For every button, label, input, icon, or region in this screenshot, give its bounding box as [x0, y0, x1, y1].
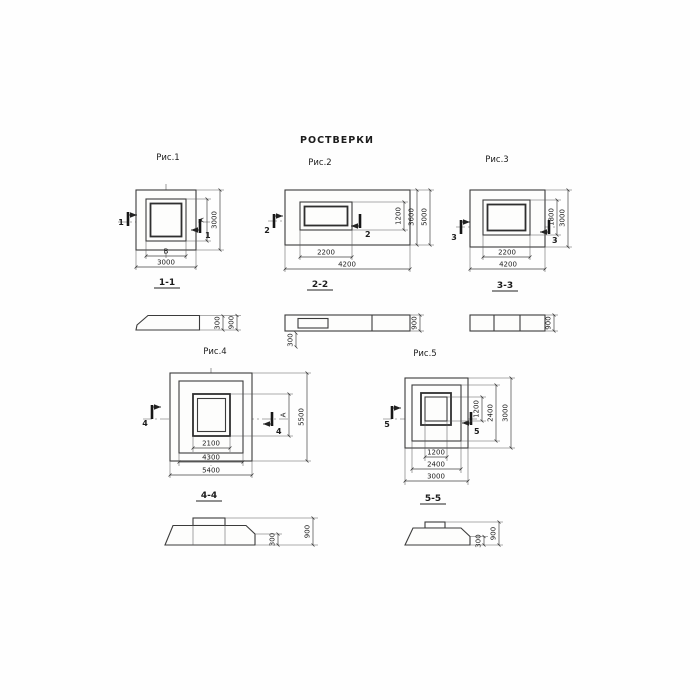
- fig5-section-label: 5-5: [425, 494, 441, 504]
- fig2-section-socket: 300: [287, 333, 295, 346]
- fig5-section: 300 900: [404, 520, 503, 548]
- fig4-dim-socket-height: А: [280, 412, 288, 417]
- fig3-dim-socket-height: 1800: [548, 208, 556, 226]
- socket-outline: [196, 397, 227, 433]
- fig4-plan: 4 4 А 5500 2100 4300 5400 4-4: [142, 368, 311, 502]
- fig3-section: 900: [469, 313, 558, 333]
- fig2-dim-mid-height: 3600: [408, 208, 416, 226]
- fig4-dim-height: 5500: [298, 408, 306, 426]
- section-shape: [284, 314, 411, 332]
- fig4-cut-mark-left: 4: [142, 419, 148, 428]
- fig2-section-total: 900: [411, 316, 419, 329]
- fig1-cut-mark-left: 1: [118, 218, 124, 227]
- section-shape: [404, 527, 471, 546]
- fig1-caption: Рис.1: [156, 153, 179, 163]
- fig3-dim-height: 3000: [559, 209, 567, 227]
- fig3-plan: 3 3 2200 4200 1800 3000 3-3: [451, 188, 572, 292]
- socket-wall: [486, 203, 527, 232]
- fig5-section-edge: 300: [475, 534, 483, 547]
- fig3-cut-mark-right: 3: [552, 236, 558, 245]
- tenon: [192, 517, 226, 527]
- section-shape: [469, 314, 546, 332]
- fig2-section: 900 300: [284, 313, 424, 349]
- fig3-dim-width: 4200: [499, 261, 517, 269]
- socket-wall: [192, 393, 231, 437]
- fig3-cut-mark-left: 3: [451, 233, 457, 242]
- fig4-dim-width: 5400: [202, 467, 220, 475]
- fig5-dim-inner-height: 1200: [473, 400, 481, 418]
- fig1-section-label: 1-1: [159, 278, 175, 288]
- fig5-cut-mark-left: 5: [384, 420, 390, 429]
- step-outline: [411, 384, 462, 442]
- socket-wall: [420, 392, 452, 426]
- fig5-dim-height: 3000: [502, 404, 510, 422]
- fig3-section-total: 900: [545, 316, 553, 329]
- fig5-dim-mid-width: 2400: [427, 461, 445, 469]
- fig4-dim-socket-width: 2100: [202, 440, 220, 448]
- fig5-cut-mark-right: 5: [474, 427, 480, 436]
- socket-outline: [482, 199, 531, 236]
- extension-lines: [545, 314, 558, 332]
- fig2-dim-height: 5000: [421, 208, 429, 226]
- fig2-plan: 2 2 2200 4200 1200 3600 5000 2-2: [264, 188, 434, 291]
- fig5-dim-mid-height: 2400: [487, 404, 495, 422]
- fig5-dim-inner-width: 1200: [427, 449, 445, 457]
- extension-lines: [199, 315, 241, 331]
- fig1-dim-a: А: [198, 217, 206, 222]
- fig1-dim-width: 3000: [157, 259, 175, 267]
- fig5-caption: Рис.5: [413, 349, 436, 359]
- socket-recess: [297, 317, 329, 329]
- fig2-caption: Рис.2: [308, 158, 331, 168]
- fig1-dim-b: В: [164, 248, 169, 256]
- fig1-plan: 1 1 А 3000 В 3000 1-1: [118, 184, 224, 289]
- fig4-section-label: 4-4: [201, 491, 217, 501]
- fig1-section-total: 900: [228, 316, 236, 329]
- fig2-section-label: 2-2: [312, 280, 328, 290]
- fig5-plan: 5 5 1200 2400 3000 1200 2400 3000 5-5: [383, 376, 515, 505]
- fig1-section: 300 900: [135, 313, 241, 332]
- socket-wall: [149, 202, 183, 238]
- fig4-caption: Рис.4: [203, 347, 226, 357]
- socket-outline: [145, 198, 187, 242]
- plan-outline: [404, 377, 469, 449]
- socket-outline: [299, 201, 353, 231]
- fig2-cut-mark-right: 2: [365, 230, 371, 239]
- fig2-dim-socket-width: 2200: [317, 249, 335, 257]
- fig1-section-edge: 300: [214, 316, 222, 329]
- fig1-cut-mark-right: 1: [205, 231, 211, 240]
- sheet-title: РОСТВЕРКИ: [300, 135, 374, 146]
- tenon: [424, 521, 446, 529]
- fig3-dim-socket-width: 2200: [498, 249, 516, 257]
- fig4-section-edge: 300: [269, 533, 277, 546]
- section-shape: [164, 524, 256, 546]
- fig2-dim-width: 4200: [338, 261, 356, 269]
- fig3-caption: Рис.3: [485, 155, 508, 165]
- fig5-dim-width: 3000: [427, 473, 445, 481]
- socket-outline: [424, 396, 448, 422]
- fig4-section: 300 900: [164, 516, 318, 547]
- section-shape: [135, 314, 201, 331]
- fig4-cut-mark-right: 4: [276, 427, 282, 436]
- plan-outline: [469, 189, 546, 248]
- step-outline: [178, 380, 244, 454]
- fig3-section-label: 3-3: [497, 281, 513, 291]
- fig2-dim-socket-height: 1200: [395, 207, 403, 225]
- plan-outline: [284, 189, 411, 246]
- socket-wall: [303, 205, 349, 227]
- fig5-section-total: 900: [490, 527, 498, 540]
- fig1-dim-height: 3000: [211, 211, 219, 229]
- fig4-section-total: 900: [304, 525, 312, 538]
- fig4-dim-mid-width: 4300: [202, 454, 220, 462]
- fig2-cut-mark-left: 2: [264, 226, 270, 235]
